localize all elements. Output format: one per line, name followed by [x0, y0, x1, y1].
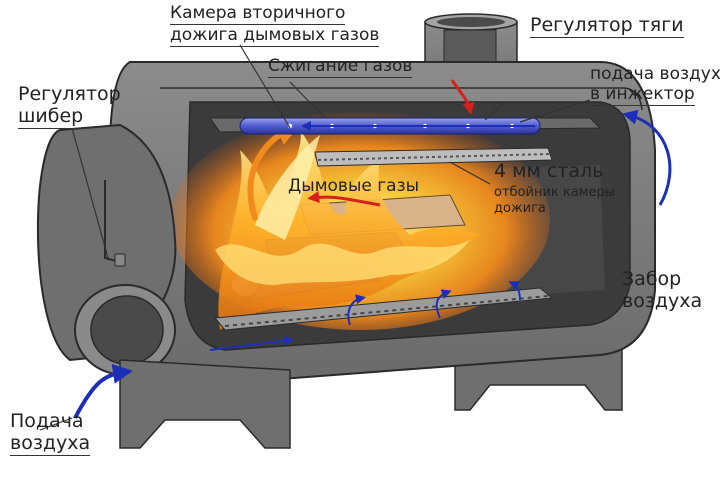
flame-icon: [215, 130, 480, 330]
label-injector-air-line2: в инжектор: [590, 84, 695, 106]
air-flow-arrow-icon: [73, 109, 672, 419]
label-damper-regulator-line2: шибер: [18, 105, 84, 129]
label-air-supply-line1: Подача: [10, 410, 84, 432]
under-grate-air: [209, 281, 521, 351]
label-gas-combustion: Сжигание газов: [268, 56, 413, 78]
label-injector-air-line1: подача воздуха: [590, 64, 720, 84]
leader-lines: [39, 44, 591, 431]
injector-pipe: [239, 117, 541, 135]
front-legs: [119, 359, 291, 449]
front-door: [36, 123, 177, 376]
label-air-intake-line2: воздуха: [622, 290, 703, 312]
label-steel-4mm: 4 мм сталь: [494, 160, 604, 182]
label-damper-regulator-line1: Регулятор: [18, 83, 121, 105]
label-draft-regulator: Регулятор тяги: [530, 14, 684, 38]
label-baffle-line1: отбойник камеры: [494, 185, 616, 200]
grate-icon: [214, 287, 554, 331]
label-air-supply-line2: воздуха: [10, 432, 91, 456]
label-secondary-chamber-line1: Камера вторичного: [170, 3, 346, 25]
label-smoke-gases: Дымовые газы: [288, 176, 420, 196]
label-baffle-line2: дожига: [494, 201, 546, 216]
label-air-intake-line1: Забор: [622, 268, 682, 290]
baffle-plate: [314, 147, 553, 167]
label-secondary-chamber-line2: дожига дымовых газов: [170, 25, 380, 47]
